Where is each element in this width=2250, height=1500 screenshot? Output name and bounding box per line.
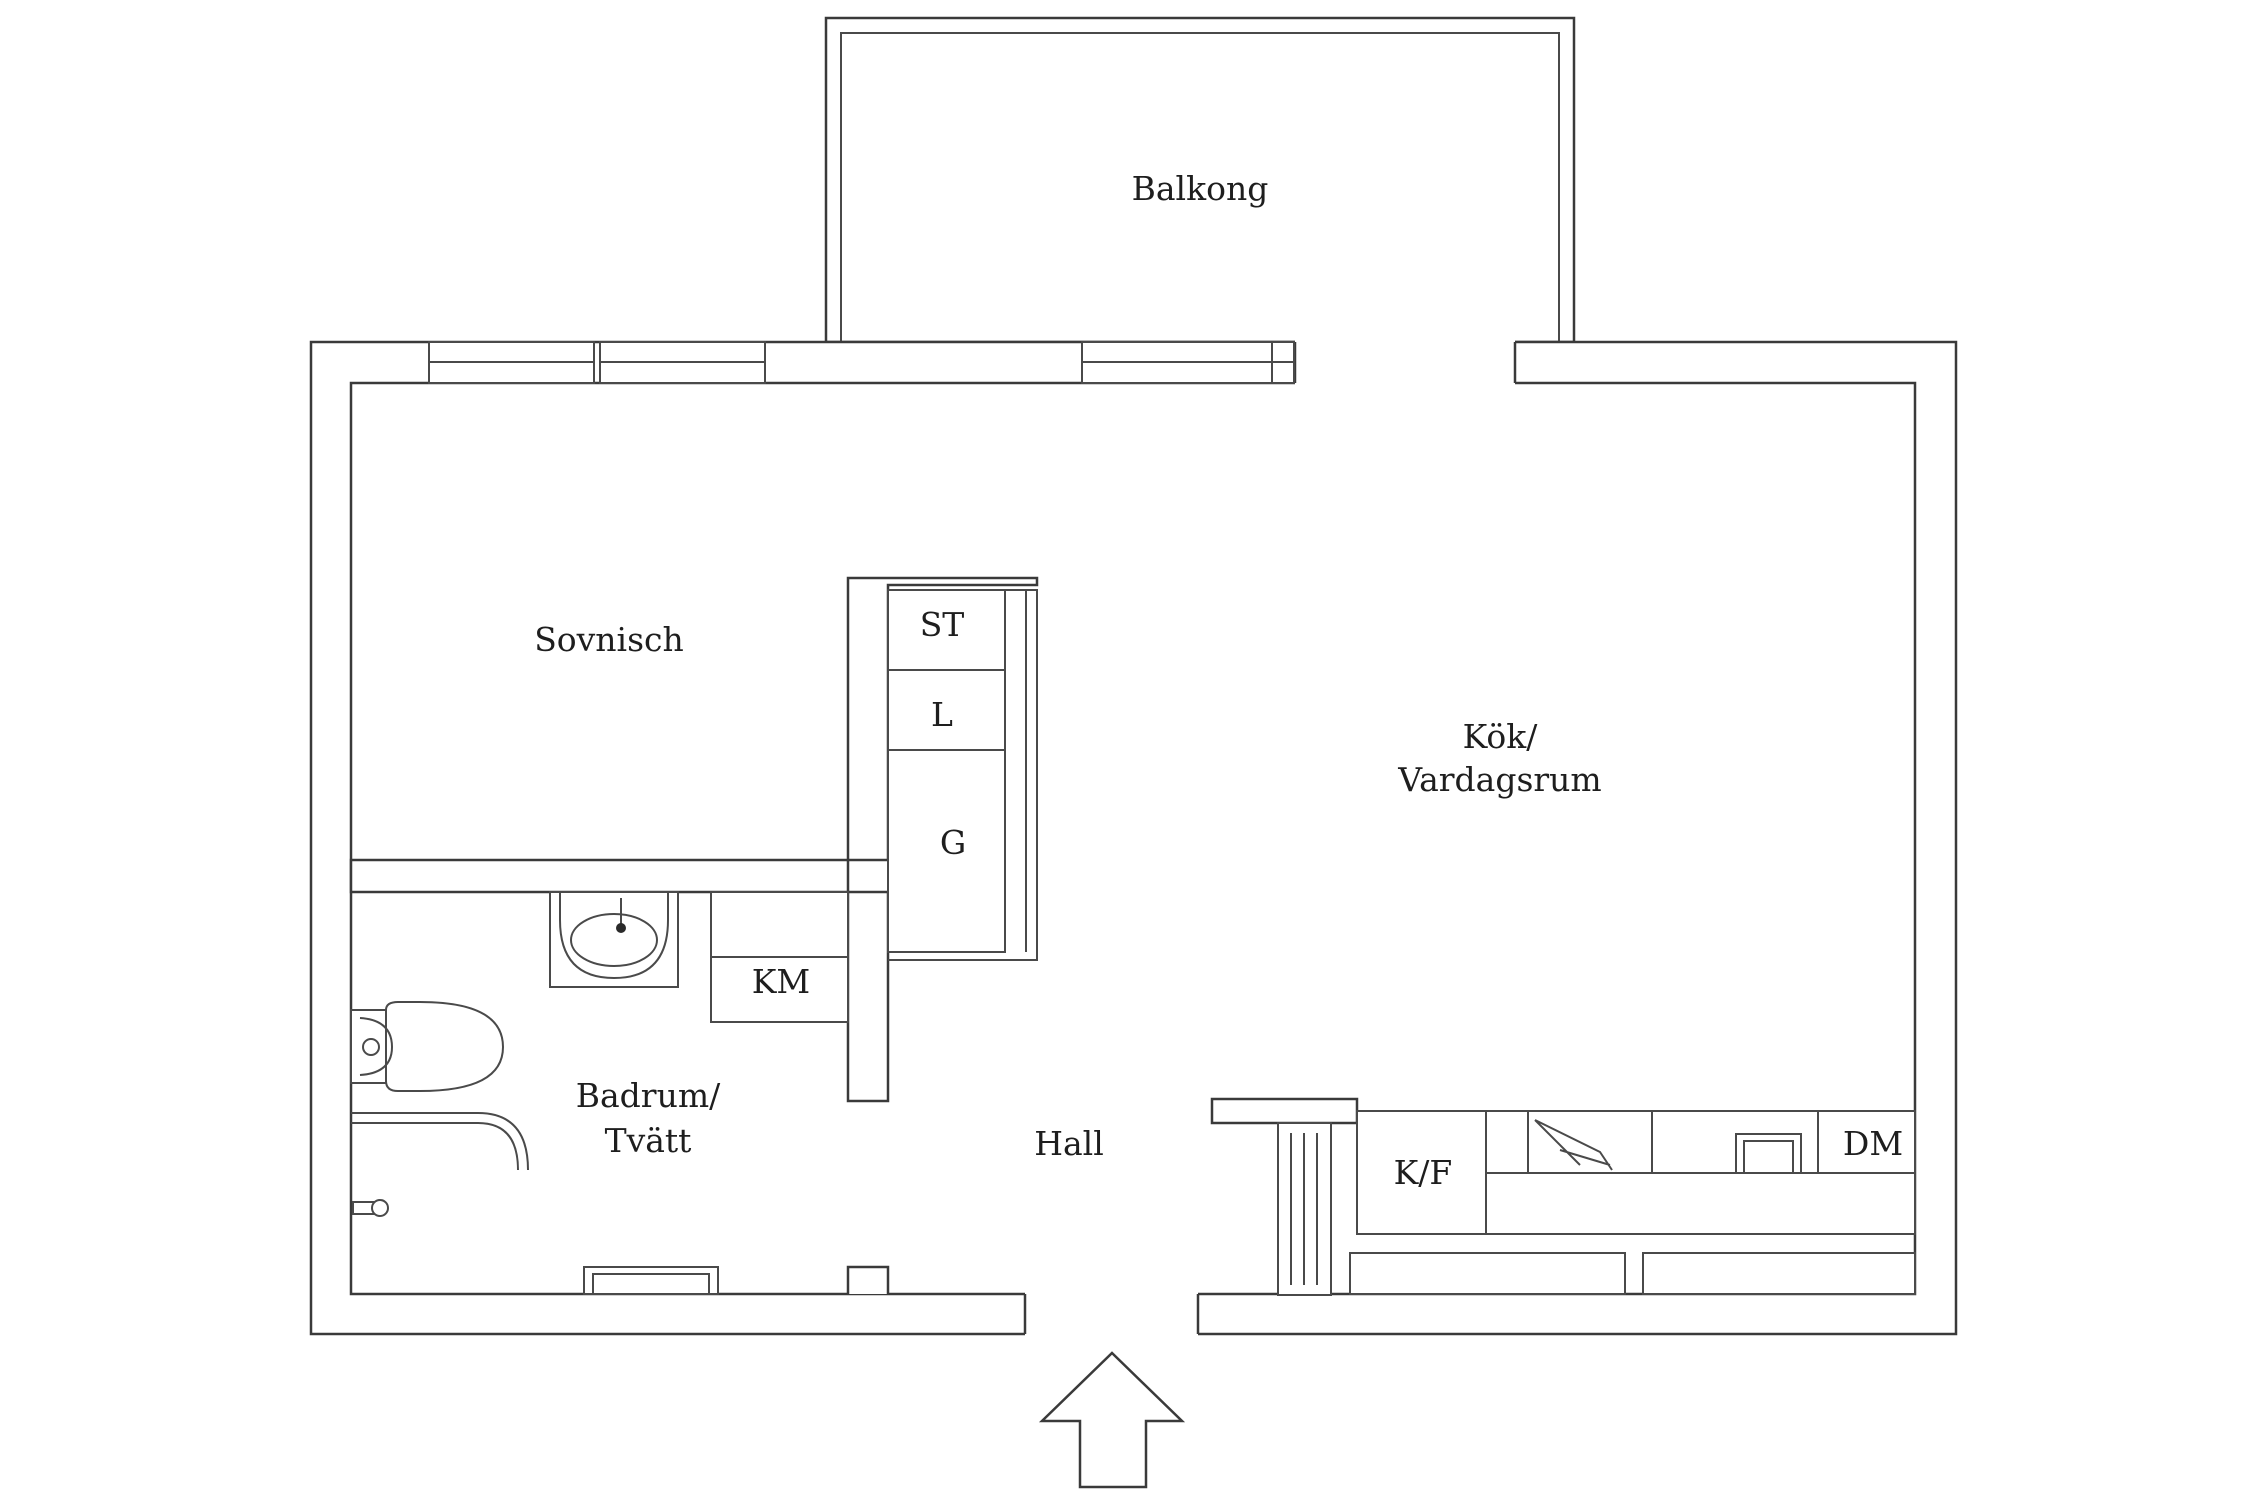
room-label-sovnisch: Sovnisch (534, 620, 684, 659)
balcony-door-opening (1295, 338, 1515, 386)
window-sill-1 (1349, 1252, 1626, 1295)
room-label-kok: Kök/ (1463, 717, 1539, 756)
windows (428, 341, 1295, 384)
entrance-opening (1025, 1290, 1198, 1338)
sink-basin (1743, 1140, 1794, 1174)
kitchen-island-top (1485, 1172, 1916, 1235)
window-sill-2 (1642, 1252, 1916, 1295)
interior-walls (349, 576, 1359, 1294)
fixture-label-st: ST (920, 605, 965, 644)
fixture-label-dm: DM (1843, 1124, 1903, 1163)
shower-screen-inner (351, 1122, 519, 1171)
shower-tap-knob (371, 1199, 389, 1217)
toilet-flush (362, 1038, 380, 1056)
fixture-label-kf: K/F (1394, 1153, 1453, 1192)
entrance-arrow-icon (1038, 1351, 1186, 1489)
fixture-label-l: L (931, 695, 953, 734)
toilet-bowl (385, 1001, 505, 1092)
washbasin-bowl (570, 913, 658, 967)
stove (1527, 1110, 1653, 1174)
bathroom-fixtures (350, 891, 849, 1295)
bath-radiator (583, 1266, 719, 1295)
balcony-outer-outline (824, 16, 1576, 344)
balcony (824, 16, 1576, 344)
closet-door-track (888, 589, 1038, 961)
washbasin-drain (616, 923, 626, 933)
wall-bath-bottom-stub (846, 1265, 890, 1294)
shower-screen (351, 1112, 529, 1171)
room-label-balkong: Balkong (1132, 169, 1269, 208)
exterior-walls (309, 338, 1958, 1338)
kitchen-fixtures (1277, 1110, 1916, 1296)
bath-radiator-inner (592, 1273, 710, 1295)
room-label-tvatt: Tvätt (605, 1121, 692, 1160)
room-label-badrum: Badrum/ (576, 1076, 721, 1115)
room-label-hall: Hall (1034, 1124, 1104, 1163)
room-label-vardagsrum: Vardagsrum (1397, 760, 1601, 799)
wall-closet-column (846, 576, 1039, 862)
closet-block (887, 589, 1006, 953)
toilet-seat (359, 1017, 394, 1076)
stove-hood-lines (1534, 1119, 1613, 1171)
sink (1735, 1133, 1802, 1174)
fixture-label-km: KM (752, 962, 810, 1001)
fixture-label-g: G (940, 823, 966, 862)
wall-kitchen-stub (1210, 1097, 1359, 1125)
